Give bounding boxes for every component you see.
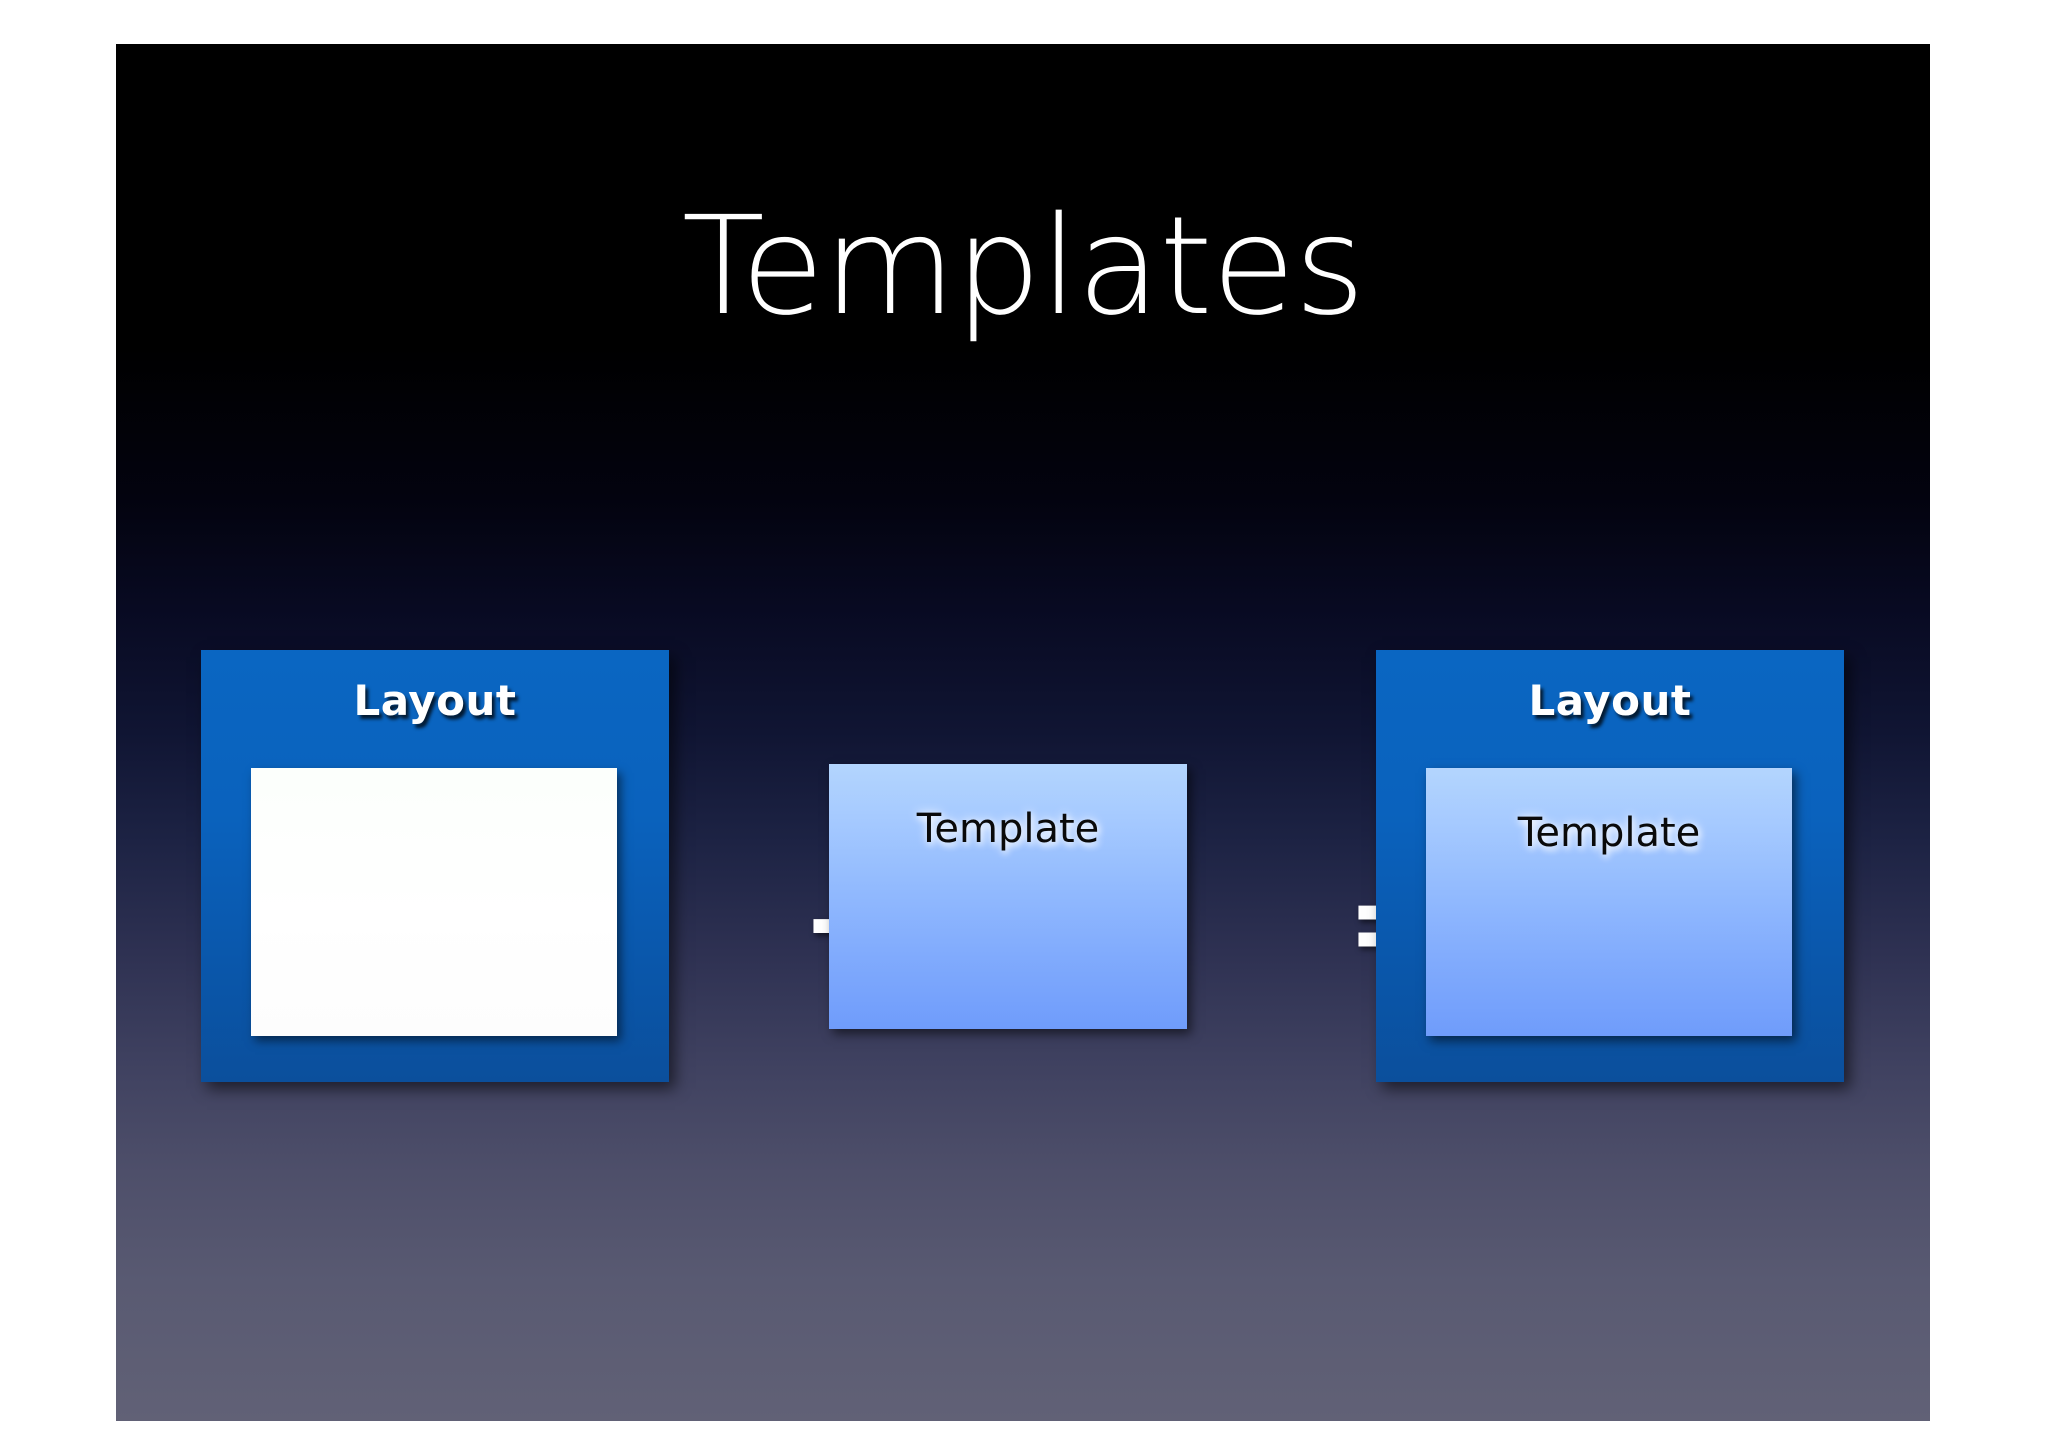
- layout-frame-empty-label: Layout: [353, 676, 517, 725]
- template-box-nested[interactable]: Template: [1426, 768, 1792, 1036]
- empty-content-area[interactable]: [251, 768, 617, 1036]
- template-box-standalone-label: Template: [916, 806, 1100, 852]
- layout-frame-with-template[interactable]: Layout Template: [1376, 650, 1844, 1082]
- template-box-standalone[interactable]: Template: [829, 764, 1187, 1029]
- page-title: Templates: [681, 188, 1365, 346]
- template-box-nested-label: Template: [1517, 810, 1701, 856]
- slide-canvas: Templates Layout + Template = Layout Tem…: [116, 44, 1930, 1421]
- layout-frame-with-template-label: Layout: [1528, 676, 1692, 725]
- templates-equation-diagram: Layout + Template = Layout Template: [116, 44, 1930, 1421]
- layout-frame-empty[interactable]: Layout: [201, 650, 669, 1082]
